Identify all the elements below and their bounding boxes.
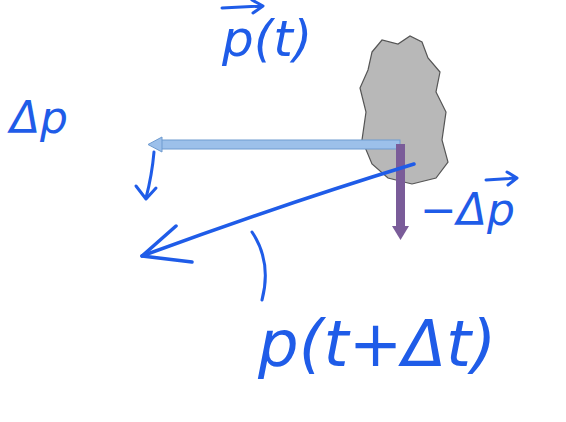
vector-mark — [222, 0, 263, 13]
momentum-arrowhead — [148, 137, 162, 152]
new-momentum-arrow — [142, 164, 414, 256]
momentum-label: p(t) — [222, 14, 312, 64]
delta-label: Δp — [10, 96, 68, 140]
delta-arrowhead — [136, 186, 156, 199]
leader-line — [252, 232, 265, 300]
new-momentum-arrowhead — [142, 226, 192, 262]
new-momentum-label: p(t+Δt) — [258, 312, 496, 376]
impulse-label: −Δp — [420, 188, 515, 232]
momentum-arrow — [160, 140, 400, 149]
impulse-arrowhead — [392, 226, 409, 240]
vector-mark — [486, 172, 517, 185]
impulse-arrow — [396, 144, 405, 226]
